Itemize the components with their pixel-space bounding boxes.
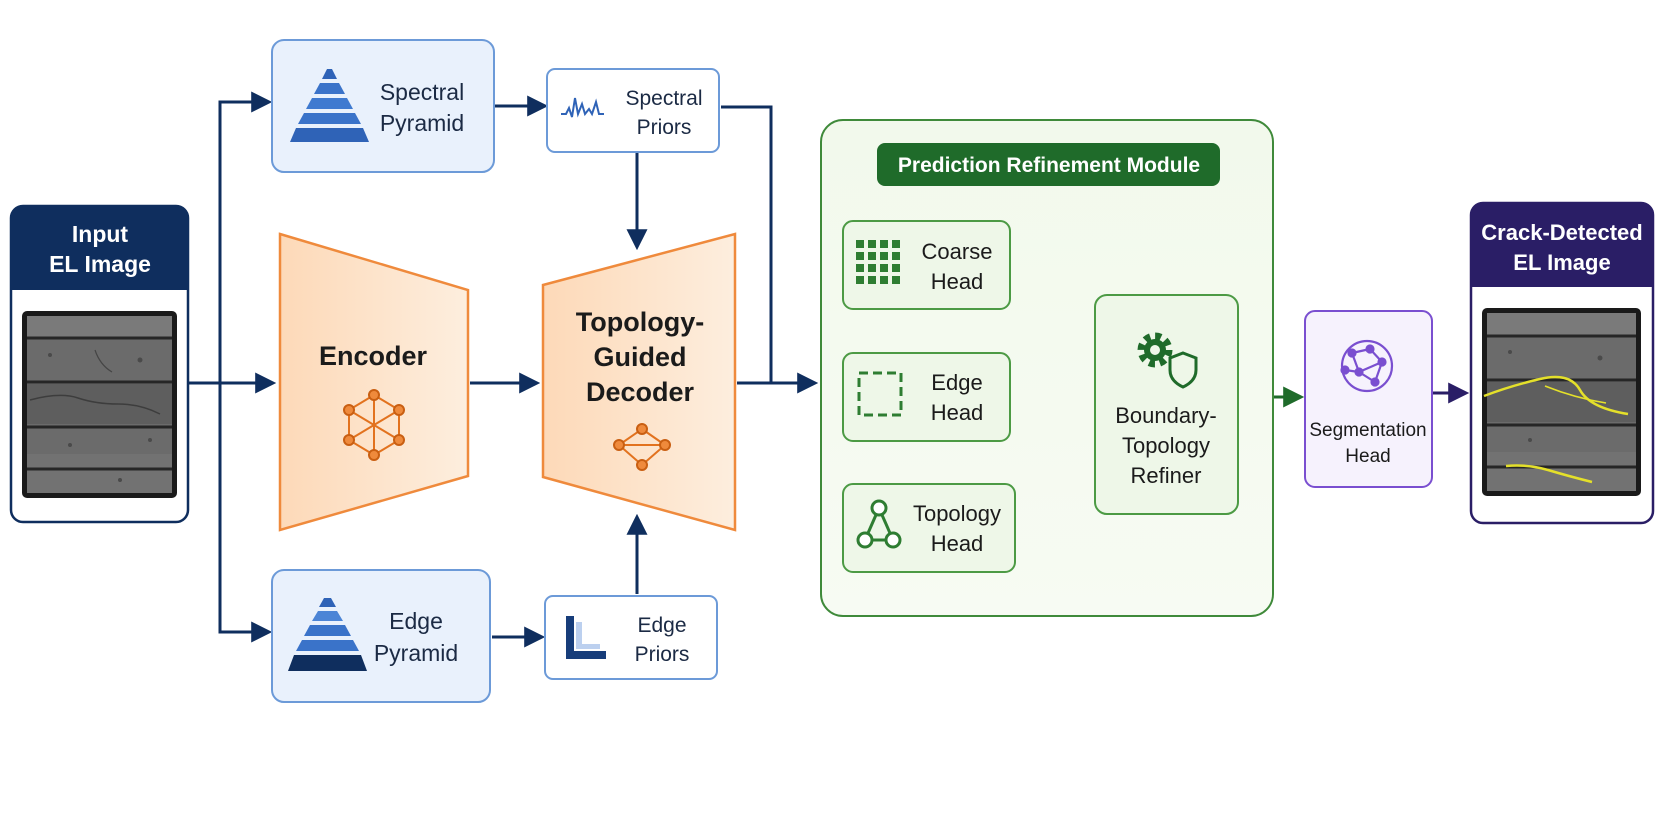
input-el-image-thumbnail: [22, 311, 177, 498]
input-title-line2: EL Image: [49, 251, 151, 277]
edge-pyramid-line2: Pyramid: [374, 640, 458, 666]
prediction-refinement-module: Prediction Refinement Module Coarse Head…: [820, 119, 1274, 617]
topology-head-line2: Head: [931, 531, 984, 556]
edge-pyramid-line1: Edge: [389, 608, 443, 634]
edge-head-line1: Edge: [931, 370, 982, 395]
spectral-pyramid-box: Spectral Pyramid: [271, 39, 495, 173]
pyramid-icon: [290, 69, 369, 142]
edge-head-box: Edge Head: [842, 352, 1011, 442]
waveform-icon: [561, 97, 604, 118]
output-el-image-card: Crack-Detected EL Image: [1469, 201, 1655, 525]
segmentation-head-line1: Segmentation: [1309, 420, 1426, 441]
segmentation-head-box: Segmentation Head: [1304, 310, 1433, 488]
coarse-head-box: Coarse Head: [842, 220, 1011, 310]
decoder-line2: Guided: [594, 342, 687, 372]
encoder-block: Encoder: [278, 232, 470, 532]
decoder-line3: Decoder: [586, 377, 695, 407]
graph-network-icon: [343, 389, 405, 461]
neural-network-icon: [1340, 339, 1394, 393]
dashed-square-icon: [857, 371, 903, 417]
spectral-pyramid-line1: Spectral: [380, 79, 464, 105]
arrow-spectral-priors-to-refinement: [721, 105, 773, 383]
spectral-priors-box: Spectral Priors: [546, 68, 720, 153]
pyramid-icon: [288, 598, 367, 671]
refiner-line2: Topology: [1122, 433, 1210, 458]
refiner-line3: Refiner: [1131, 463, 1202, 488]
grid-dots-icon: [856, 240, 900, 284]
edge-corner-icon: [566, 616, 606, 659]
triangle-graph-icon: [856, 499, 902, 549]
arrow-input-to-spectral-pyramid: [218, 91, 273, 383]
boundary-topology-refiner-box: Boundary- Topology Refiner: [1094, 294, 1239, 515]
gear-shield-icon: [1137, 332, 1198, 389]
edge-pyramid-box: Edge Pyramid: [271, 569, 491, 703]
input-title-line1: Input: [72, 221, 129, 247]
edge-priors-line2: Priors: [635, 643, 690, 666]
encoder-label: Encoder: [319, 341, 428, 371]
refinement-module-title: Prediction Refinement Module: [898, 154, 1200, 177]
arrow-input-to-edge-pyramid: [218, 383, 273, 643]
coarse-head-line1: Coarse: [922, 239, 993, 264]
spectral-priors-line1: Spectral: [625, 87, 702, 110]
spectral-pyramid-line2: Pyramid: [380, 110, 464, 136]
decoder-line1: Topology-: [576, 307, 704, 337]
topology-head-line1: Topology: [913, 501, 1001, 526]
topology-head-box: Topology Head: [842, 483, 1016, 573]
output-title-line2: EL Image: [1513, 250, 1610, 275]
spectral-priors-line2: Priors: [637, 116, 692, 139]
output-title-line1: Crack-Detected: [1481, 220, 1642, 245]
edge-priors-line1: Edge: [637, 614, 686, 637]
input-el-image-card: Input EL Image: [9, 204, 190, 524]
edge-priors-box: Edge Priors: [544, 595, 718, 680]
topology-guided-decoder-block: Topology- Guided Decoder: [541, 232, 737, 532]
segmentation-head-line2: Head: [1345, 446, 1390, 467]
detected-crack-lower: [1505, 464, 1593, 484]
refiner-line1: Boundary-: [1115, 403, 1217, 428]
edge-head-line2: Head: [931, 400, 984, 425]
detected-crack-upper: [1483, 375, 1629, 416]
coarse-head-line2: Head: [931, 269, 984, 294]
graph-diamond-icon: [613, 423, 671, 471]
output-el-image-thumbnail: [1482, 308, 1641, 496]
